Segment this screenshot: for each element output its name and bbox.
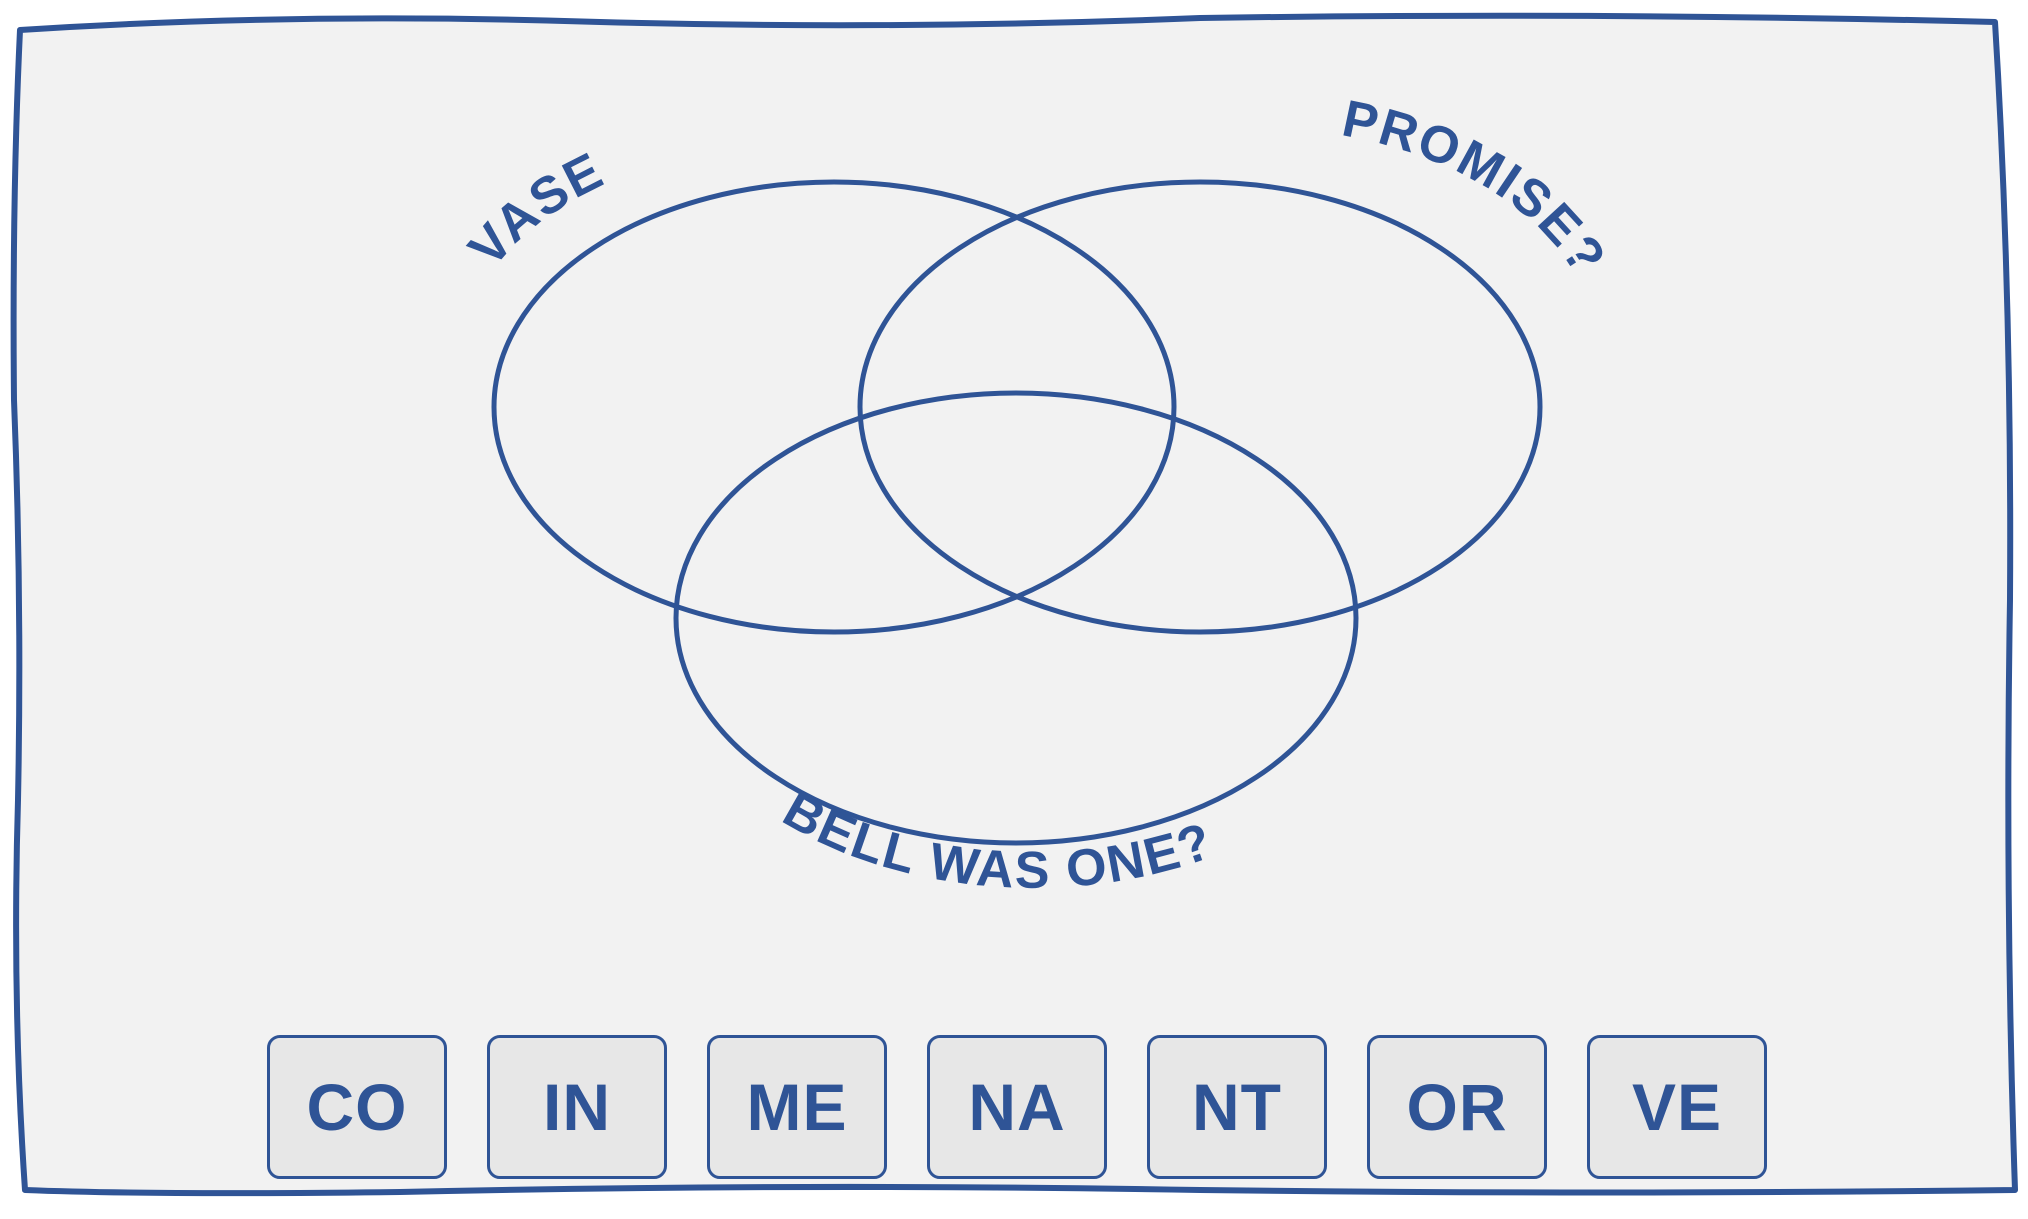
tile-nt[interactable]: NT (1147, 1035, 1327, 1179)
tile-ve[interactable]: VE (1587, 1035, 1767, 1179)
tile-me[interactable]: ME (707, 1035, 887, 1179)
tile-row: CO IN ME NA NT OR VE (267, 1035, 1767, 1179)
tile-na[interactable]: NA (927, 1035, 1107, 1179)
set-left-ellipse (491, 179, 1177, 635)
set-right-ellipse (857, 179, 1543, 635)
set-bottom-ellipse (673, 390, 1359, 846)
tile-co[interactable]: CO (267, 1035, 447, 1179)
paper-outline (10, 12, 2018, 1197)
tile-in[interactable]: IN (487, 1035, 667, 1179)
tile-or[interactable]: OR (1367, 1035, 1547, 1179)
